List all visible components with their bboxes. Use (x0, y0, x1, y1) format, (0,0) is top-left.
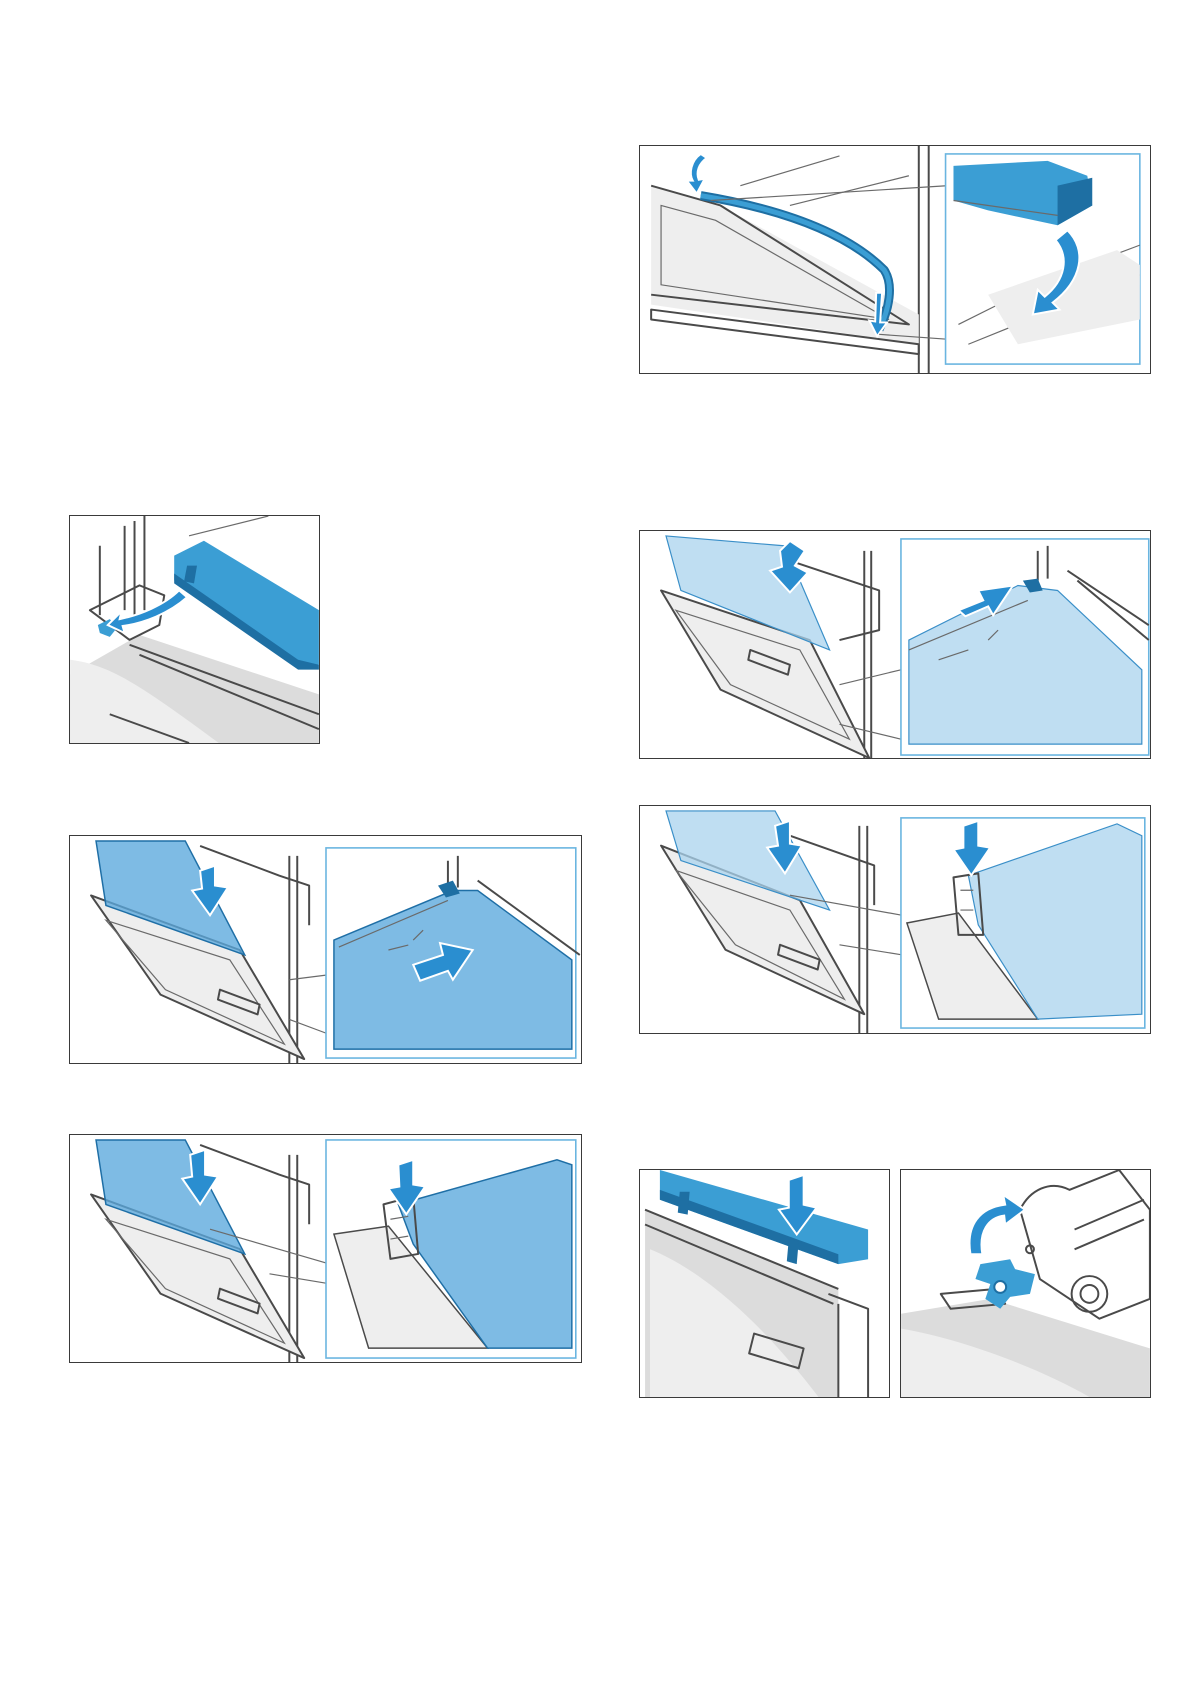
remove-arrow-icon (108, 590, 187, 633)
pane-press-holder-right-illustration (640, 806, 1150, 1033)
cover-strip-attach-illustration (640, 1170, 889, 1397)
figure-cover-strip-remove (69, 515, 320, 744)
pane-press-holder-left-illustration (70, 1135, 581, 1362)
figure-pane-press-holder-right (639, 805, 1151, 1034)
hinge-lever-close-illustration (901, 1170, 1150, 1397)
seal-strip-illustration (640, 146, 1150, 373)
figure-seal-strip (639, 145, 1151, 374)
figure-inner-pane-insert (639, 530, 1151, 759)
figure-pane-press-holder-left (69, 1134, 582, 1363)
figure-middle-pane-insert (69, 835, 582, 1064)
figure-cover-strip-attach (639, 1169, 890, 1398)
rotate-arrow-icon (970, 1195, 1025, 1254)
cover-strip-remove-illustration (70, 516, 319, 743)
middle-pane-insert-illustration (70, 836, 581, 1063)
bend-arrow-icon (687, 154, 707, 194)
figure-hinge-lever-close (900, 1169, 1151, 1398)
inner-pane-insert-illustration (640, 531, 1150, 758)
